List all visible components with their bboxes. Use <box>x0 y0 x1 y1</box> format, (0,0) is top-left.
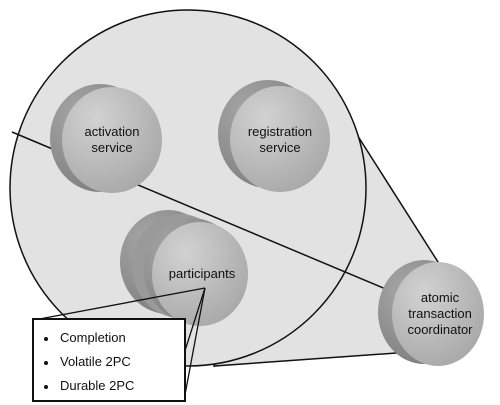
coordinator-label-line2: transaction <box>408 306 472 321</box>
coordinator-label-line3: coordinator <box>407 322 473 337</box>
coordinator-label-line1: atomic <box>421 290 460 305</box>
coordinator-node: atomic transaction coordinator <box>378 260 484 366</box>
protocol-label: Completion <box>60 330 126 345</box>
activation-service-node: activation service <box>50 84 162 193</box>
participant-protocols-box: Completion Volatile 2PC Durable 2PC <box>32 318 186 402</box>
protocol-item-durable-2pc: Durable 2PC <box>44 374 184 398</box>
bullet-icon <box>44 336 48 341</box>
registration-label-line1: registration <box>248 124 312 139</box>
activation-label-line2: service <box>91 140 132 155</box>
activation-label-line1: activation <box>85 124 140 139</box>
registration-service-node: registration service <box>218 80 330 192</box>
protocol-label: Durable 2PC <box>60 378 135 393</box>
participants-node: participants <box>120 210 248 326</box>
protocol-label: Volatile 2PC <box>60 354 131 369</box>
bullet-icon <box>44 384 48 389</box>
participants-label: participants <box>169 266 236 281</box>
bullet-icon <box>44 360 48 365</box>
protocol-item-volatile-2pc: Volatile 2PC <box>44 350 184 374</box>
registration-label-line2: service <box>259 140 300 155</box>
protocol-item-completion: Completion <box>44 326 184 350</box>
protocol-list: Completion Volatile 2PC Durable 2PC <box>34 320 184 398</box>
